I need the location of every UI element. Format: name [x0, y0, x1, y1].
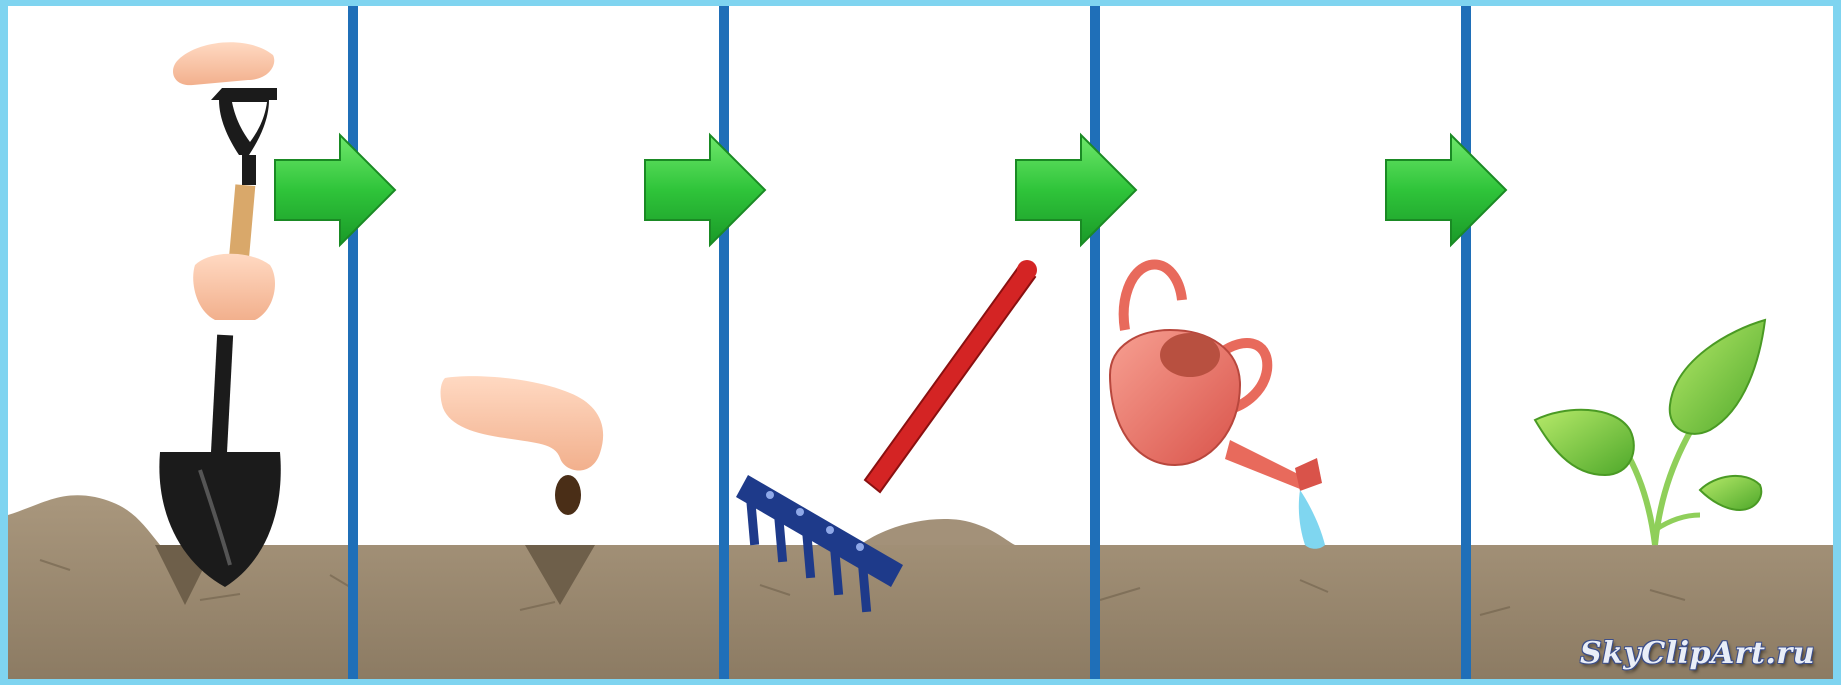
- divider-2: [719, 6, 729, 679]
- divider-1: [348, 6, 358, 679]
- seed-icon: [555, 475, 581, 515]
- divider-3: [1090, 6, 1100, 679]
- divider-4: [1461, 6, 1471, 679]
- hand-bottom-icon: [193, 254, 275, 320]
- watermark: SkyClipArt.ru: [1580, 636, 1815, 671]
